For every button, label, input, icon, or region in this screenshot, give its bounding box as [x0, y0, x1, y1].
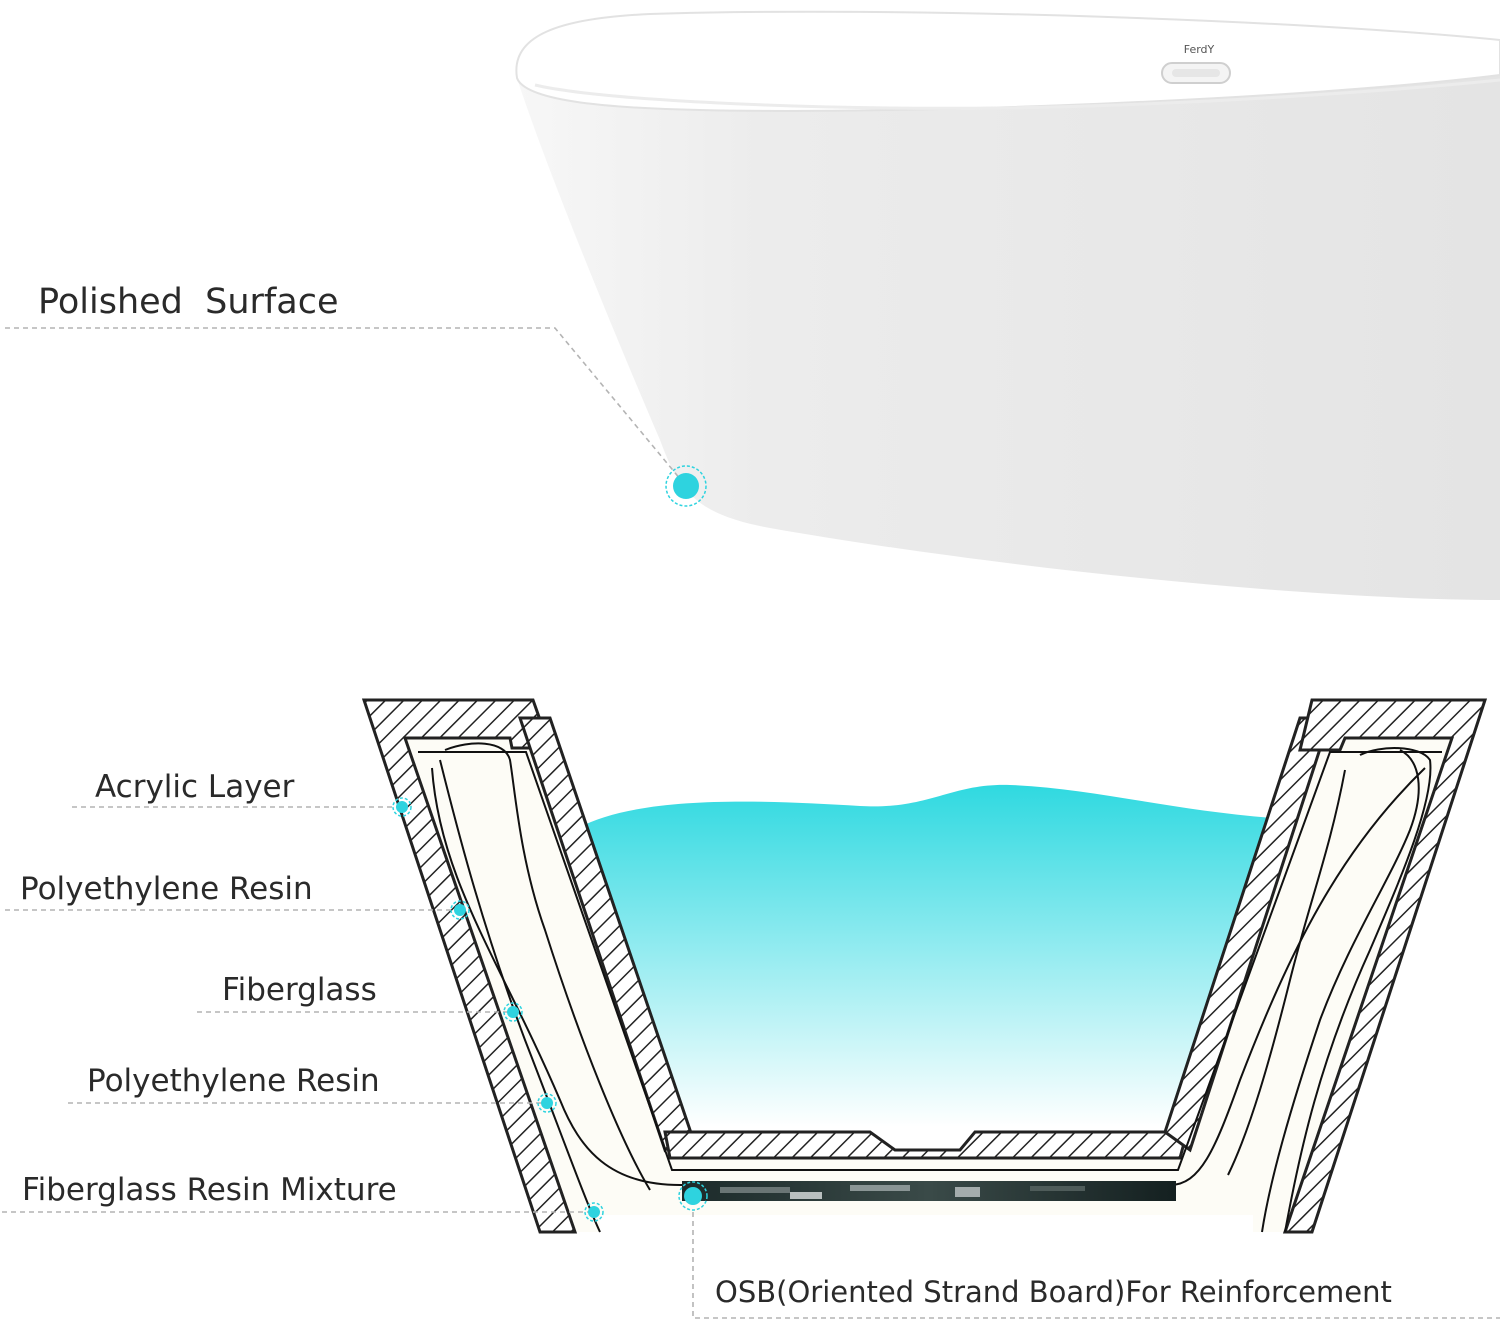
osb-label: OSB(Oriented Strand Board)For Reinforcem…	[715, 1275, 1392, 1309]
hatched-shell-floor	[663, 1130, 1189, 1160]
fiberglass-resin-mixture-marker	[588, 1206, 600, 1218]
overflow-drain-slot	[1172, 69, 1220, 77]
tub-cross-section	[361, 698, 1488, 1234]
acrylic-layer-label: Acrylic Layer	[95, 769, 295, 805]
layer-callouts: Acrylic Layer Polyethylene Resin Fibergl…	[2, 769, 1500, 1319]
polyethylene-resin-label-1: Polyethylene Resin	[20, 871, 313, 907]
fiberglass-marker	[507, 1006, 519, 1018]
hatched-shell-left-inner	[517, 716, 692, 1153]
osb-marker	[684, 1187, 702, 1205]
hatched-shell-right-outer	[1282, 698, 1488, 1234]
osb-texture-3	[850, 1185, 910, 1191]
water	[578, 784, 1272, 1127]
osb-texture-4	[955, 1187, 980, 1197]
osb-texture-5	[1030, 1186, 1085, 1191]
fiberglass-label: Fiberglass	[222, 972, 377, 1008]
polished-surface-callout: Polished Surface	[5, 282, 707, 507]
acrylic-layer-marker	[396, 801, 408, 813]
polished-surface-marker	[673, 473, 699, 499]
tub-rim	[515, 10, 1500, 112]
brand-logo: FerdY	[1184, 43, 1215, 56]
fiberglass-resin-mixture-label: Fiberglass Resin Mixture	[22, 1172, 397, 1208]
polished-surface-label: Polished Surface	[38, 282, 338, 322]
osb-texture-2	[790, 1192, 822, 1199]
osb-texture-1	[720, 1187, 790, 1193]
polyethylene-resin-label-2: Polyethylene Resin	[87, 1063, 380, 1099]
tub-inner-rim-shadow	[534, 78, 1500, 110]
tub-body	[517, 60, 1500, 600]
polyethylene-resin-marker-1	[454, 904, 466, 916]
bathtub-render: FerdY	[515, 10, 1500, 600]
hatched-shell-left-outer	[361, 698, 578, 1234]
polyethylene-resin-marker-2	[541, 1097, 553, 1109]
